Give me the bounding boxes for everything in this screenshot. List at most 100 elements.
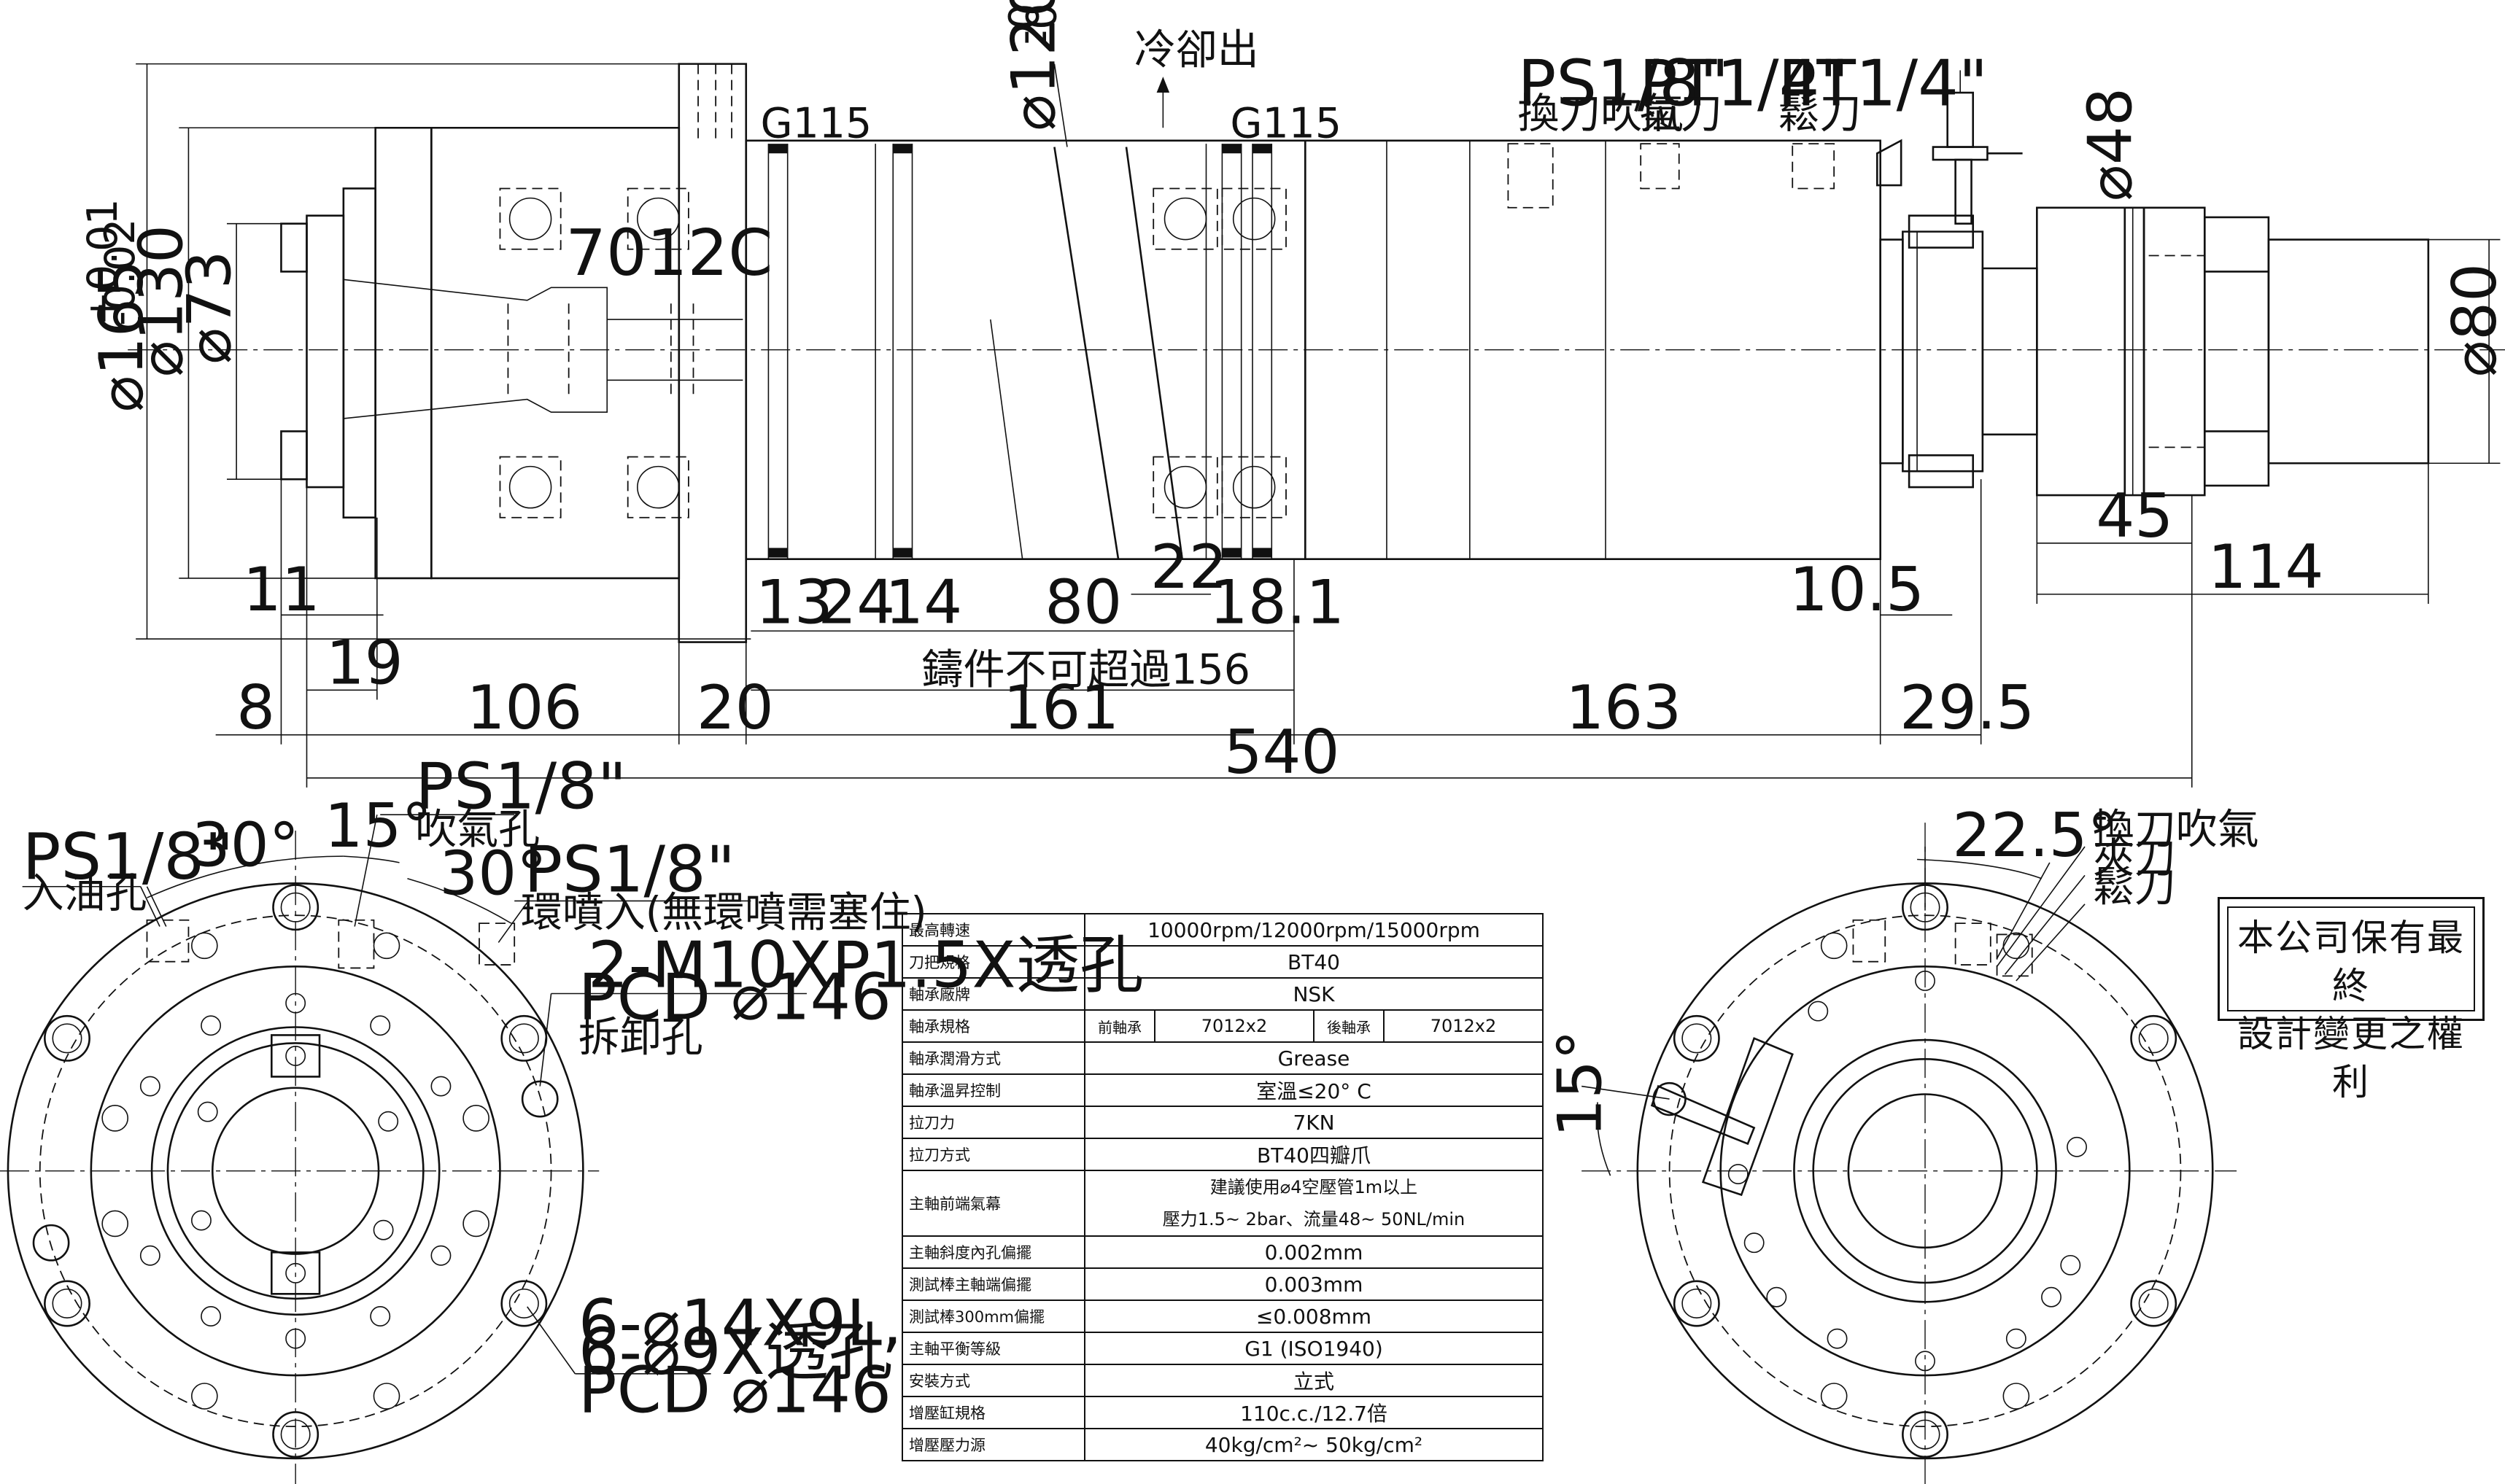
notice-line1: 本公司保有最終: [2237, 917, 2465, 1007]
spec-front-value: 7012x2: [1154, 1009, 1315, 1043]
right-angle-22-5: 22.5°: [1952, 800, 2118, 871]
spec-value: 110c.c./12.7倍: [1084, 1396, 1544, 1429]
label-dia-73: ⌀73: [174, 250, 244, 364]
left-angle-30b: 30°: [439, 839, 546, 909]
dim-8: 8: [236, 672, 275, 743]
label-port1-name: 換刀吹氣: [1518, 90, 1684, 138]
spec-front-label: 前軸承: [1084, 1009, 1155, 1043]
spec-value: Grease: [1084, 1041, 1544, 1075]
spec-value: G1 (ISO1940): [1084, 1332, 1544, 1365]
label-dia-120-tol-lower: -0.02: [1018, 0, 1066, 44]
spec-label: 增壓缸規格: [902, 1396, 1085, 1429]
spec-label: 安裝方式: [902, 1364, 1085, 1397]
table-row: 安裝方式 立式: [902, 1364, 1544, 1397]
table-row: 主軸斜度內孔偏擺 0.002mm: [902, 1235, 1544, 1269]
dim-10-5: 10.5: [1789, 554, 1924, 625]
label-dia-130: ⌀130: [126, 225, 197, 377]
right-inner-holes: [1729, 971, 2087, 1371]
label-dia-165: ⌀165: [86, 260, 157, 412]
spec-value-line1: 建議使用⌀4空壓管1m以上: [1209, 1177, 1418, 1197]
table-row: 測試棒主軸端偏擺 0.003mm: [902, 1267, 1544, 1301]
spec-label: 拉刀力: [902, 1106, 1085, 1139]
right-label-release: 鬆刀: [2093, 863, 2176, 911]
left-air-thread: PS1/8": [415, 749, 627, 823]
spec-label: 主軸前端氣幕: [902, 1170, 1085, 1237]
left-angle-15: 15°: [325, 790, 432, 861]
table-row: 軸承溫昇控制 室溫≤20° C: [902, 1073, 1544, 1107]
spec-label: 軸承溫昇控制: [902, 1073, 1085, 1107]
spec-value: 10000rpm/12000rpm/15000rpm: [1084, 913, 1544, 947]
table-row: 軸承廠牌 NSK: [902, 977, 1544, 1011]
spec-label: 主軸斜度內孔偏擺: [902, 1235, 1085, 1269]
table-row: 增壓壓力源 40kg/cm²~ 50kg/cm²: [902, 1428, 1544, 1461]
left-air-name: 吹氣孔: [415, 806, 540, 854]
spec-label: 最高轉速: [902, 913, 1085, 947]
table-row: 增壓缸規格 110c.c./12.7倍: [902, 1396, 1544, 1429]
spec-label: 軸承廠牌: [902, 977, 1085, 1011]
left-holes-spec2: 6-⌀9X透孔: [578, 1315, 893, 1389]
table-row: 最高轉速 10000rpm/12000rpm/15000rpm: [902, 913, 1544, 947]
dim-20: 20: [697, 672, 774, 743]
spec-value: 室溫≤20° C: [1084, 1073, 1544, 1107]
dim-540: 540: [1224, 717, 1340, 788]
table-row: 拉刀力 7KN: [902, 1106, 1544, 1139]
spec-label: 增壓壓力源: [902, 1428, 1085, 1461]
notice-line2: 設計變更之權利: [2237, 1013, 2465, 1103]
spec-table: 最高轉速 10000rpm/12000rpm/15000rpm 刀把規格 BT4…: [902, 913, 1544, 1461]
main-dimensions: [136, 64, 2500, 788]
table-row: 軸承規格 前軸承 7012x2 後軸承 7012x2: [902, 1009, 1544, 1043]
outer-mounting-holes: [34, 885, 557, 1457]
spec-label: 主軸平衡等級: [902, 1332, 1085, 1365]
label-dia-48: ⌀48: [2075, 88, 2146, 201]
spec-value: NSK: [1084, 977, 1544, 1011]
dim-cast-note: 鑄件不可超過156: [922, 646, 1250, 694]
spec-value: 立式: [1084, 1364, 1544, 1397]
dimension-values: 11 19 8 106 20 13 24 14 80 22 18.1 鑄件不可超…: [236, 481, 2323, 788]
spindle-side-view: [128, 64, 2505, 642]
spec-label: 刀把規格: [902, 945, 1085, 979]
left-ring-name: 環噴入(無環噴需塞住): [521, 889, 927, 937]
dim-163: 163: [1565, 672, 1681, 743]
inner-bolt-holes: [141, 994, 451, 1348]
spec-value: ≤0.008mm: [1084, 1300, 1544, 1333]
main-view-labels: ⌀165 +0.01 -0.02 ⌀130 ⌀73 ⌀120 -0.01 -0.…: [79, 0, 2505, 412]
right-label-air: 換刀吹氣: [2093, 806, 2259, 854]
label-dia-120: ⌀120: [998, 0, 1069, 131]
dim-161: 161: [1003, 672, 1119, 743]
label-g115-left: G115: [760, 99, 872, 147]
spec-value: 7KN: [1084, 1106, 1544, 1139]
label-g115-right: G115: [1230, 99, 1341, 147]
dim-19: 19: [326, 628, 403, 699]
left-m10-pcd: PCD ⌀146: [578, 960, 891, 1035]
dim-14: 14: [885, 567, 962, 637]
notice-inner-frame: 本公司保有最終 設計變更之權利: [2227, 906, 2475, 1103]
spec-value: 建議使用⌀4空壓管1m以上 壓力1.5~ 2bar、流量48~ 50NL/min: [1084, 1170, 1544, 1237]
label-port1-thread: PS1/8": [1518, 47, 1730, 121]
dim-11: 11: [243, 554, 320, 625]
right-end-view: [1581, 823, 2237, 1484]
left-m10-name: 拆卸孔: [578, 1013, 703, 1061]
left-end-view: [0, 815, 807, 1484]
table-row: 刀把規格 BT40: [902, 945, 1544, 979]
spec-rear-label: 後軸承: [1312, 1009, 1385, 1043]
spec-value: 40kg/cm²~ 50kg/cm²: [1084, 1428, 1544, 1461]
dim-22: 22: [1150, 532, 1228, 602]
right-angle-15: 15°: [1544, 1030, 1615, 1138]
dim-114: 114: [2208, 532, 2324, 602]
right-view-labels: 22.5° 15° 換刀吹氣 夾刀 鬆刀: [1544, 800, 2258, 1138]
left-holes-spec1: 6-⌀14X9L,: [578, 1286, 902, 1360]
dim-80: 80: [1045, 567, 1122, 637]
label-port2-thread: PT1/4": [1639, 47, 1849, 121]
spec-value-line2: 壓力1.5~ 2bar、流量48~ 50NL/min: [1162, 1209, 1466, 1229]
label-port3-thread: PT1/4": [1778, 47, 1989, 121]
notice-box: 本公司保有最終 設計變更之權利: [2218, 897, 2485, 1103]
spec-value: BT40: [1084, 945, 1544, 979]
spec-label: 測試棒300mm偏擺: [902, 1300, 1085, 1333]
label-coolant-out: 冷卻出: [1134, 26, 1259, 74]
left-holes-pcd: PCD ⌀146: [578, 1353, 891, 1427]
left-oil-name: 入油孔: [23, 869, 147, 917]
spec-label: 測試棒主軸端偏擺: [902, 1267, 1085, 1301]
right-label-clamp: 夾刀: [2093, 834, 2176, 882]
label-dia-80: ⌀80: [2439, 263, 2505, 377]
